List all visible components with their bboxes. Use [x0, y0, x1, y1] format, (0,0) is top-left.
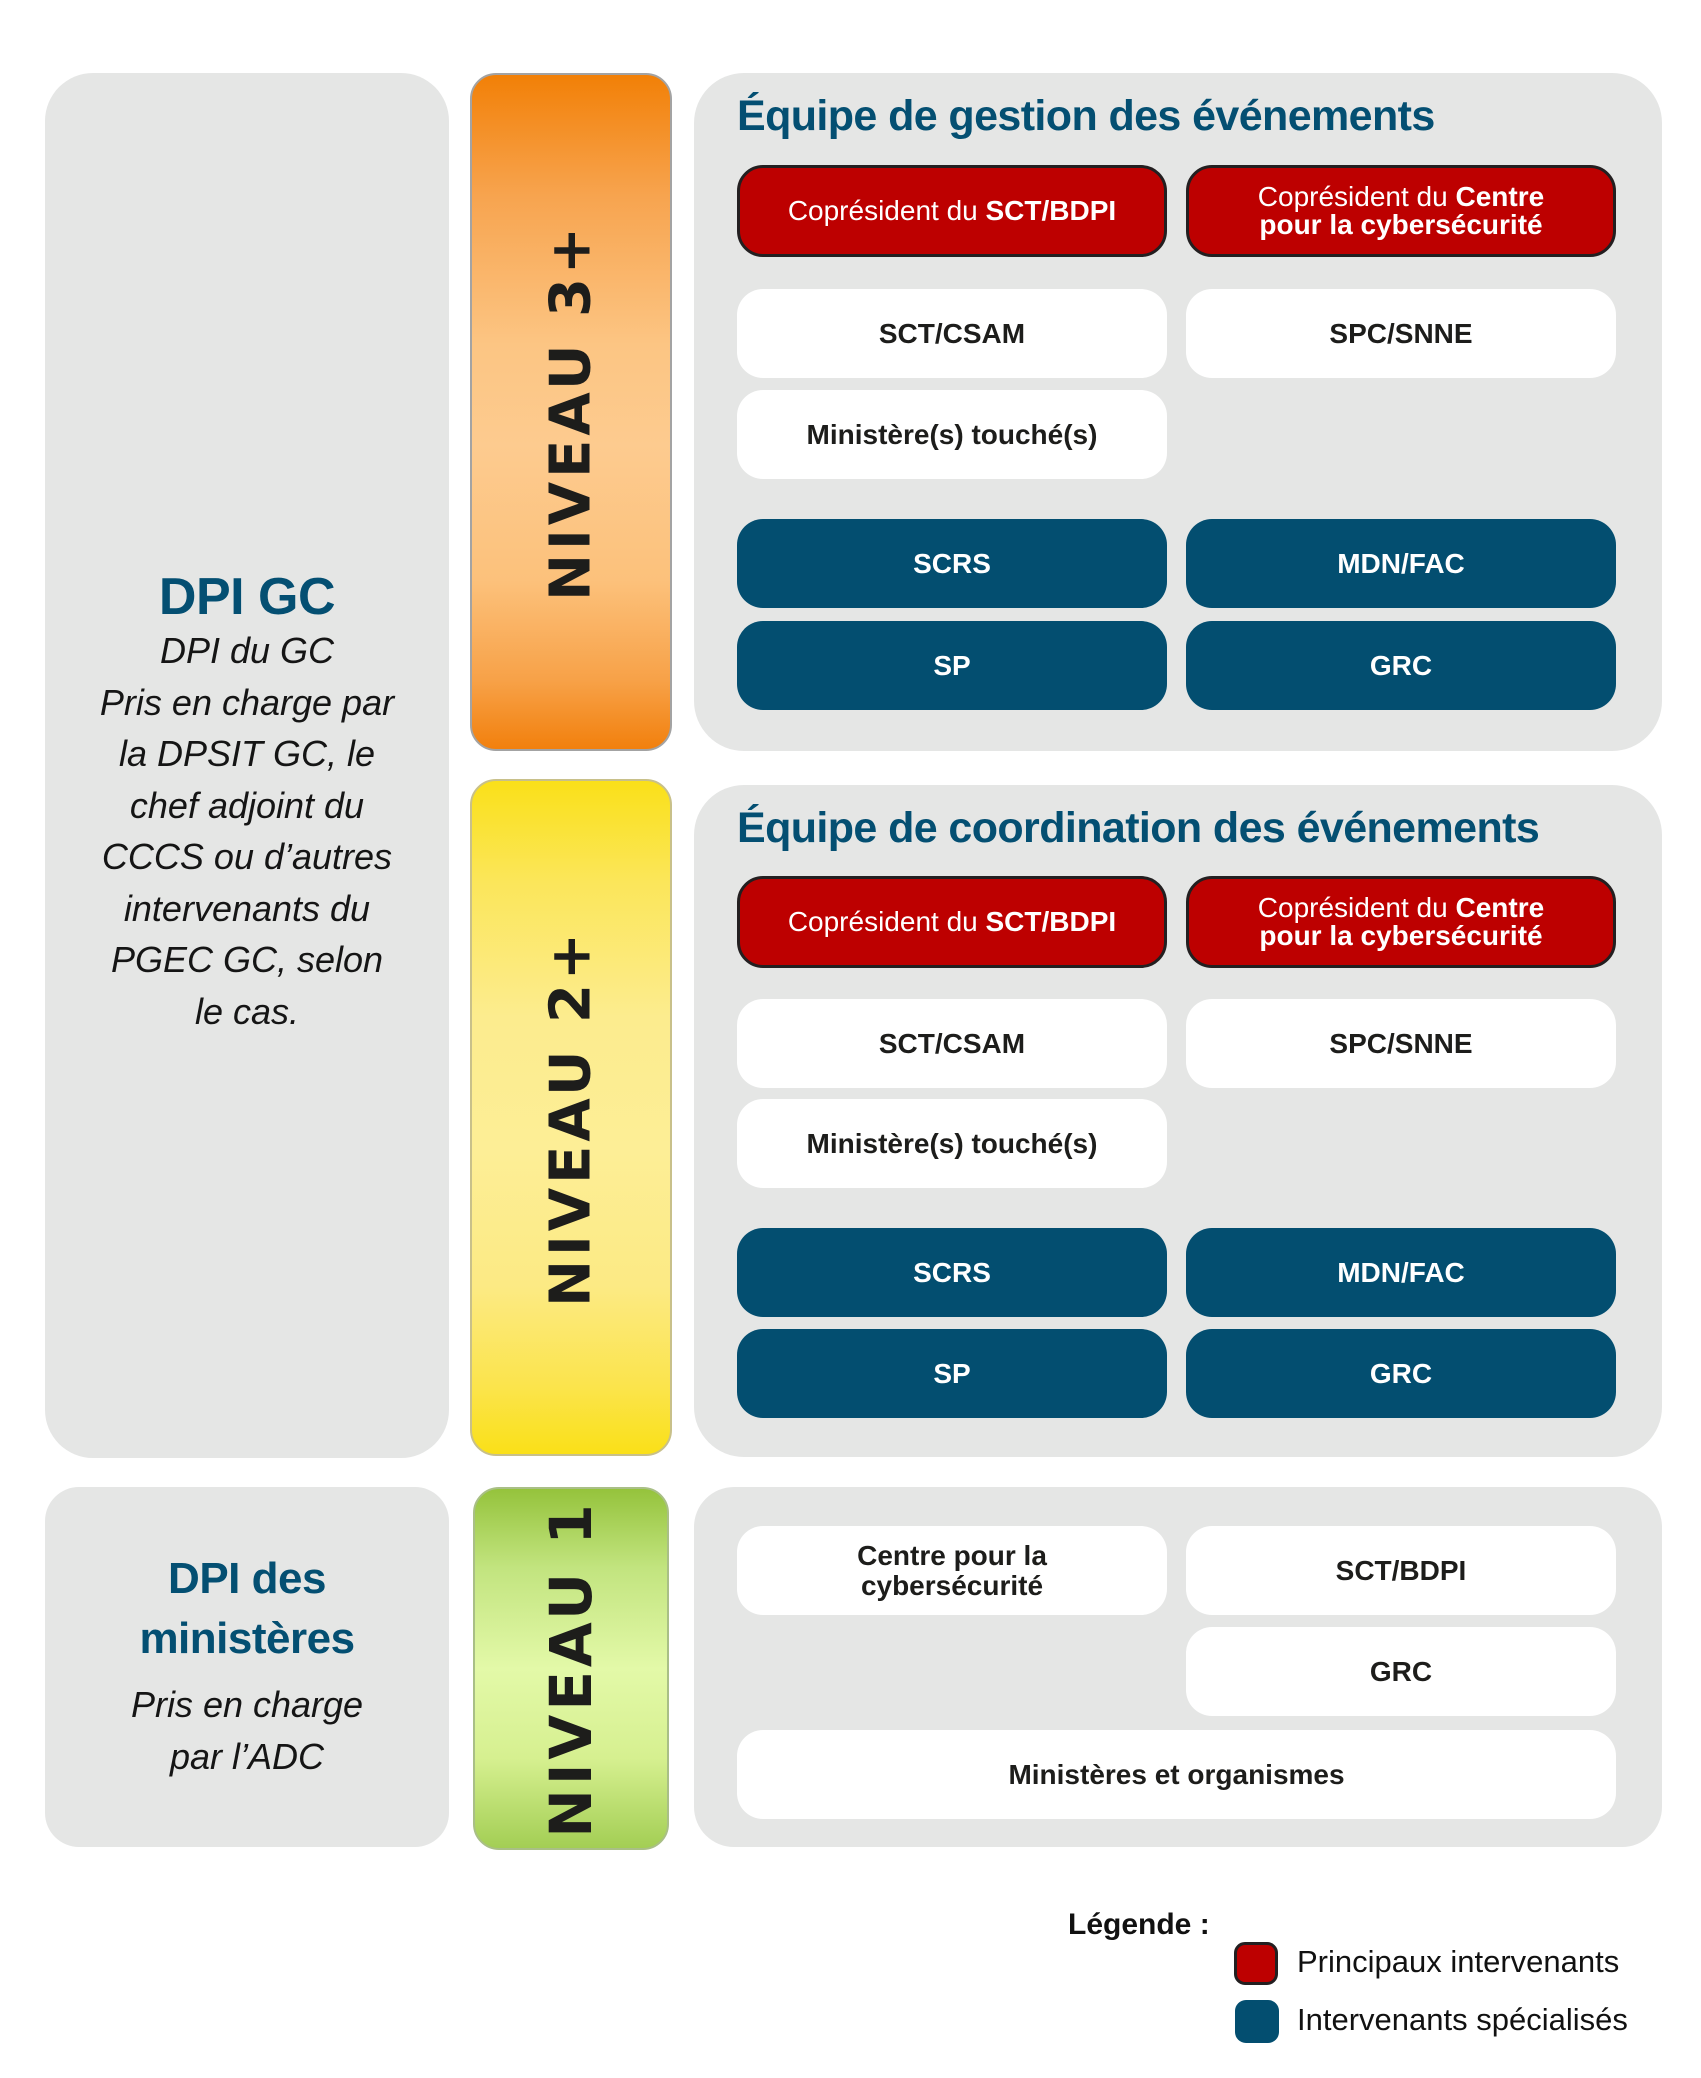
cochair-label: Coprésident du SCT/BDPI	[787, 906, 1117, 937]
dpi-gc-title: DPI GC	[158, 568, 336, 626]
level-3-label: NIVEAU 3+	[538, 223, 604, 601]
specialized-box: SCRS	[737, 1228, 1167, 1317]
specialized-box: SCRS	[737, 519, 1167, 608]
dpi-gc-line: le cas.	[194, 990, 300, 1032]
dpi-gc-line: chef adjoint du	[129, 784, 365, 826]
member-box: Ministère(s) touché(s)	[737, 390, 1167, 479]
dpi-ministeres-line: par l’ADC	[169, 1736, 325, 1777]
specialized-box: MDN/FAC	[1186, 519, 1616, 608]
level-2-label: NIVEAU 2+	[538, 928, 604, 1307]
legend-title: Légende :	[1068, 1908, 1210, 1941]
cochair-label: Coprésident du Centre pour la cybersécur…	[1257, 892, 1545, 951]
dpi-gc-line: CCCS ou d’autres	[101, 836, 393, 877]
member-box: SCT/BDPI	[1186, 1526, 1616, 1615]
specialized-box: GRC	[1186, 621, 1616, 710]
cochair-box: Coprésident du SCT/BDPI	[737, 876, 1167, 968]
dpi-ministeres-line: Pris en charge	[130, 1684, 364, 1725]
specialized-box: MDN/FAC	[1186, 1228, 1616, 1317]
cochair-label: Coprésident du Centre pour la cybersécur…	[1257, 181, 1545, 240]
level-1-bar: NIVEAU 1	[473, 1487, 669, 1850]
dpi-gc-line: PGEC GC, selon	[110, 939, 384, 980]
legend-label-specialized: Intervenants spécialisés	[1297, 2002, 1628, 2037]
dpi-gc-content: DPI GC DPI du GC Pris en charge par la D…	[45, 569, 449, 1037]
dpi-ministeres-content: DPI des ministères Pris en charge par l’…	[45, 1549, 449, 1783]
event-coordination-team-panel: Équipe de coordination des événements Co…	[694, 785, 1662, 1457]
dpi-gc-panel: DPI GC DPI du GC Pris en charge par la D…	[45, 73, 449, 1458]
dpi-gc-line: Pris en charge par	[99, 681, 395, 723]
cochair-box: Coprésident du SCT/BDPI	[737, 165, 1167, 257]
member-box: SCT/CSAM	[737, 289, 1167, 378]
dpi-ministeres-panel: DPI des ministères Pris en charge par l’…	[45, 1487, 449, 1847]
team-title: Équipe de gestion des événements	[737, 92, 1435, 140]
member-box: SPC/SNNE	[1186, 999, 1616, 1088]
legend-swatch-specialized	[1235, 2000, 1279, 2043]
level-1-members-panel: Centre pour la cybersécurité SCT/BDPI GR…	[694, 1487, 1662, 1847]
specialized-box: SP	[737, 621, 1167, 710]
member-box-wide: Ministères et organismes	[737, 1730, 1616, 1819]
cochair-label: Coprésident du SCT/BDPI	[787, 195, 1117, 226]
member-box: GRC	[1186, 1627, 1616, 1716]
member-box: SPC/SNNE	[1186, 289, 1616, 378]
team-title: Équipe de coordination des événements	[737, 804, 1540, 852]
dpi-gc-line: DPI du GC	[159, 630, 335, 671]
event-management-team-panel: Équipe de gestion des événements Coprési…	[694, 73, 1662, 751]
legend-label-principal: Principaux intervenants	[1297, 1944, 1620, 1979]
dpi-ministeres-title: DPI des	[168, 1554, 326, 1603]
level-3-bar: NIVEAU 3+	[470, 73, 672, 751]
level-2-bar: NIVEAU 2+	[470, 779, 672, 1456]
specialized-box: GRC	[1186, 1329, 1616, 1418]
member-label: Centre pour la cybersécurité	[857, 1539, 1047, 1601]
member-box: SCT/CSAM	[737, 999, 1167, 1088]
cochair-box: Coprésident du Centre pour la cybersécur…	[1186, 165, 1616, 257]
specialized-box: SP	[737, 1329, 1167, 1418]
level-1-label: NIVEAU 1	[537, 1499, 605, 1838]
legend-swatch-principal	[1234, 1942, 1278, 1985]
dpi-ministeres-title: ministères	[139, 1614, 355, 1663]
cochair-box: Coprésident du Centre pour la cybersécur…	[1186, 876, 1616, 968]
member-box: Ministère(s) touché(s)	[737, 1099, 1167, 1188]
dpi-gc-line: la DPSIT GC, le	[118, 733, 376, 774]
dpi-gc-line: intervenants du	[123, 887, 371, 929]
member-box: Centre pour la cybersécurité	[737, 1526, 1167, 1615]
